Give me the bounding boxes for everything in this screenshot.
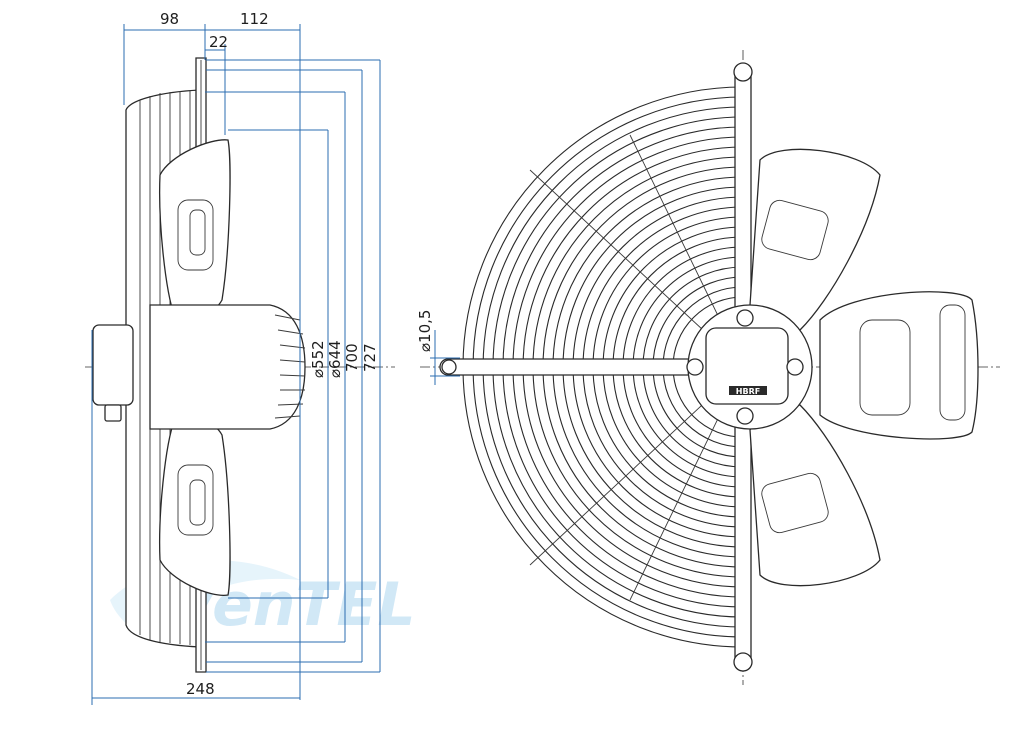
dim-depth-rear: 112 xyxy=(240,10,269,28)
hub-bolt-bottom xyxy=(736,407,754,425)
terminal-box xyxy=(92,324,134,406)
dim-diameter-644: ⌀644 xyxy=(326,340,344,378)
front-dimension-lines xyxy=(430,330,460,385)
upper-blade-cutout xyxy=(177,199,214,271)
front-blade-lower-cutout xyxy=(761,472,829,534)
top-mount-hole xyxy=(733,62,753,82)
motor-fins xyxy=(274,314,306,419)
front-blade-upper-cutout xyxy=(761,199,829,261)
dim-height-700: 700 xyxy=(343,343,361,372)
motor-housing xyxy=(149,304,306,430)
dim-height-727: 727 xyxy=(361,343,379,372)
upper-blade-window xyxy=(189,209,206,256)
dim-flange-offset: 22 xyxy=(209,33,228,51)
front-view: HBRF ⌀10,5 xyxy=(416,50,1000,685)
lower-blade xyxy=(159,416,231,596)
motor-label: HBRF xyxy=(736,387,760,396)
front-blade-right-cutout xyxy=(859,319,911,416)
hub-bolt-left xyxy=(686,358,704,376)
upper-blade xyxy=(159,139,231,320)
left-mount-hole xyxy=(441,359,457,375)
dim-depth-front: 98 xyxy=(160,10,179,28)
motor-label-plate xyxy=(729,386,767,395)
bottom-mount-hole xyxy=(733,652,753,672)
dim-hole-diameter: ⌀10,5 xyxy=(416,310,434,352)
dim-diameter-552: ⌀552 xyxy=(309,340,327,378)
cable-gland xyxy=(104,404,122,422)
hub-bolt-top xyxy=(736,309,754,327)
front-blade-right xyxy=(819,291,979,440)
lower-blade-window xyxy=(189,479,206,526)
hub-bolt-right xyxy=(786,358,804,376)
dim-overall-depth: 248 xyxy=(186,680,215,698)
side-view: 98 112 22 248 ⌀552 ⌀644 700 727 xyxy=(85,10,395,705)
side-dimension-lines xyxy=(91,24,381,705)
lower-blade-cutout xyxy=(177,464,214,536)
front-blade-right-slot xyxy=(939,304,966,421)
